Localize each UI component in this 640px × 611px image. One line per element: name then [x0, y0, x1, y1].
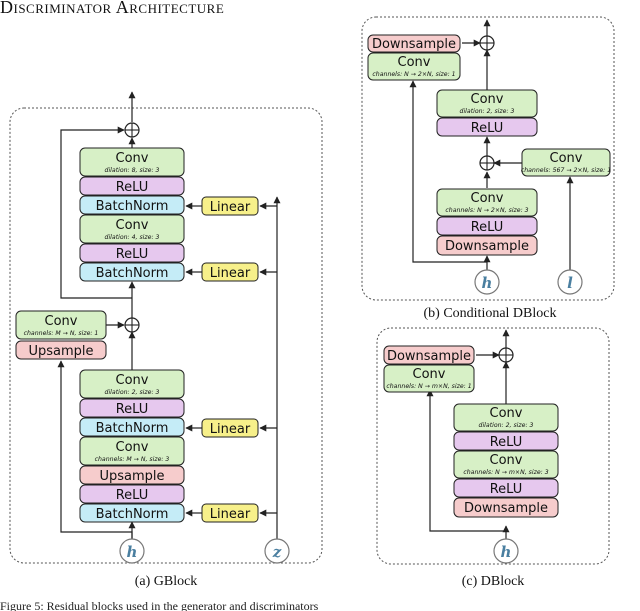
- section-heading: Discriminator Architecture: [0, 0, 225, 17]
- gblock-relu-1: ReLU: [79, 176, 185, 196]
- cond-dblock-caption: (b) Conditional DBlock: [424, 306, 557, 321]
- svg-text:channels: M → N, size: 3: channels: M → N, size: 3: [95, 456, 170, 463]
- dblock-relu-2: ReLU: [453, 478, 559, 498]
- dblock-conv-dilation-2: Conv dilation: 2, size: 3: [453, 403, 559, 432]
- svg-text:Downsample: Downsample: [372, 37, 456, 52]
- svg-text:Linear: Linear: [210, 422, 251, 437]
- gblock-batchnorm-4: BatchNorm: [79, 503, 185, 523]
- cond-conv-dilation-2: Conv dilation: 2, size: 3: [436, 89, 538, 118]
- svg-text:Downsample: Downsample: [464, 501, 548, 516]
- svg-text:Conv: Conv: [413, 367, 446, 382]
- dblock-conv-skip: Conv channels: N → m×N, size: 1: [383, 364, 475, 393]
- cond-dblock-frame: [361, 16, 615, 301]
- gblock-relu-3: ReLU: [79, 398, 185, 418]
- svg-text:l: l: [567, 274, 573, 292]
- svg-text:dilation: 2, size: 3: dilation: 2, size: 3: [460, 107, 515, 115]
- svg-text:channels: N → 2×N, size: 3: channels: N → 2×N, size: 3: [445, 207, 528, 214]
- cond-conv-skip: Conv channels: N → 2×N, size: 1: [367, 52, 461, 81]
- dblock-caption: (c) DBlock: [462, 574, 525, 589]
- gblock-caption: (a) GBlock: [135, 574, 198, 589]
- cond-downsample-skip: Downsample: [367, 34, 461, 53]
- cond-relu-top: ReLU: [436, 117, 538, 137]
- svg-text:Conv: Conv: [116, 373, 149, 388]
- svg-text:BatchNorm: BatchNorm: [96, 266, 169, 281]
- gblock-conv-skip: Conv channels: M → N, size: 1: [15, 310, 107, 340]
- cond-conv-conditioning: Conv channels: 567 → 2×N, size: 1: [521, 148, 611, 177]
- svg-text:channels: N → m×N, size: 1: channels: N → m×N, size: 1: [386, 383, 471, 390]
- gblock-frame: [9, 107, 323, 564]
- svg-text:Conv: Conv: [471, 191, 504, 206]
- svg-text:Linear: Linear: [210, 200, 251, 215]
- gblock-linear-1: Linear: [201, 196, 259, 216]
- svg-text:channels: 567 → 2×N, size: 1: channels: 567 → 2×N, size: 1: [521, 167, 611, 174]
- cond-downsample-main: Downsample: [436, 235, 538, 256]
- gblock-input-z: z: [264, 538, 290, 564]
- gblock-upsample-skip: Upsample: [15, 340, 107, 360]
- svg-text:BatchNorm: BatchNorm: [96, 507, 169, 522]
- svg-text:Conv: Conv: [471, 92, 504, 107]
- svg-text:ReLU: ReLU: [490, 435, 523, 450]
- dblock-relu-1: ReLU: [453, 431, 559, 451]
- gblock-linear-4: Linear: [201, 503, 259, 523]
- svg-text:ReLU: ReLU: [471, 121, 504, 136]
- svg-text:Linear: Linear: [210, 266, 251, 281]
- svg-text:ReLU: ReLU: [116, 247, 149, 262]
- svg-text:channels: M → N, size: 1: channels: M → N, size: 1: [24, 330, 99, 337]
- gblock-conv-dilation-4: Conv dilation: 4, size: 3: [79, 214, 185, 244]
- gblock-conv-dilation-8: Conv dilation: 8, size: 3: [79, 147, 185, 177]
- svg-text:Upsample: Upsample: [99, 469, 164, 484]
- gblock-batchnorm-3: BatchNorm: [79, 417, 185, 437]
- dblock-frame: [376, 327, 610, 565]
- svg-text:Conv: Conv: [490, 406, 523, 421]
- svg-text:ReLU: ReLU: [490, 482, 523, 497]
- svg-text:BatchNorm: BatchNorm: [96, 421, 169, 436]
- svg-text:channels: N → m×N, size: 3: channels: N → m×N, size: 3: [463, 469, 548, 476]
- svg-text:ReLU: ReLU: [116, 180, 149, 195]
- svg-text:channels: N → 2×N, size: 1: channels: N → 2×N, size: 1: [372, 71, 455, 78]
- cond-relu-main: ReLU: [436, 216, 538, 236]
- gblock-linear-3: Linear: [201, 418, 259, 438]
- svg-text:Conv: Conv: [45, 314, 78, 329]
- dblock-conv-channels: Conv channels: N → m×N, size: 3: [453, 450, 559, 479]
- svg-text:dilation: 8, size: 3: dilation: 8, size: 3: [105, 166, 160, 174]
- svg-text:h: h: [501, 543, 512, 561]
- svg-text:Conv: Conv: [490, 453, 523, 468]
- gblock-relu-2: ReLU: [79, 243, 185, 263]
- cond-input-h: h: [474, 269, 500, 295]
- svg-text:dilation: 2, size: 3: dilation: 2, size: 3: [479, 421, 534, 429]
- svg-text:Conv: Conv: [398, 55, 431, 70]
- gblock-batchnorm-1: BatchNorm: [79, 195, 185, 215]
- svg-text:ReLU: ReLU: [116, 402, 149, 417]
- cond-input-l: l: [557, 269, 583, 295]
- gblock-linear-2: Linear: [201, 262, 259, 282]
- svg-text:Upsample: Upsample: [28, 344, 93, 359]
- svg-text:dilation: 4, size: 3: dilation: 4, size: 3: [105, 233, 160, 241]
- gblock-upsample-main: Upsample: [79, 465, 185, 485]
- svg-text:h: h: [482, 274, 493, 292]
- dblock-downsample-skip: Downsample: [383, 345, 475, 365]
- svg-text:Downsample: Downsample: [445, 239, 529, 254]
- svg-text:dilation: 2, size: 3: dilation: 2, size: 3: [105, 388, 160, 396]
- svg-text:BatchNorm: BatchNorm: [96, 199, 169, 214]
- gblock-conv-dilation-2: Conv dilation: 2, size: 3: [79, 369, 185, 399]
- svg-text:Conv: Conv: [550, 151, 583, 166]
- svg-text:Conv: Conv: [116, 151, 149, 166]
- dblock-input-h: h: [493, 538, 519, 564]
- dblock-downsample-main: Downsample: [453, 497, 559, 518]
- cond-conv-main: Conv channels: N → 2×N, size: 3: [436, 188, 538, 217]
- svg-text:ReLU: ReLU: [471, 220, 504, 235]
- gblock-input-h: h: [119, 538, 145, 564]
- svg-text:Linear: Linear: [210, 507, 251, 522]
- figure-footer: Figure 5: Residual blocks used in the ge…: [0, 602, 319, 611]
- svg-text:ReLU: ReLU: [116, 488, 149, 503]
- gblock-relu-4: ReLU: [79, 484, 185, 504]
- svg-text:z: z: [272, 543, 282, 561]
- gblock-conv-channels: Conv channels: M → N, size: 3: [79, 436, 185, 466]
- svg-text:Conv: Conv: [116, 218, 149, 233]
- svg-text:Conv: Conv: [116, 440, 149, 455]
- svg-text:h: h: [127, 543, 138, 561]
- gblock-batchnorm-2: BatchNorm: [79, 262, 185, 282]
- svg-text:Downsample: Downsample: [387, 349, 471, 364]
